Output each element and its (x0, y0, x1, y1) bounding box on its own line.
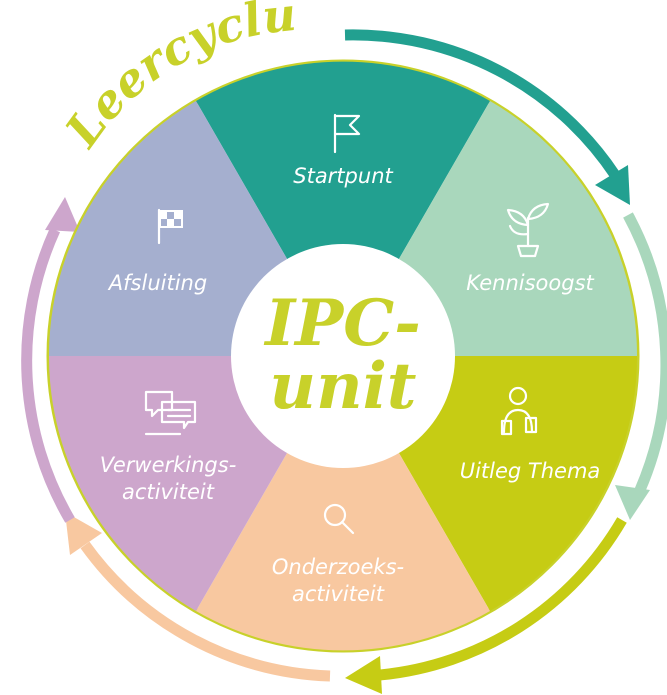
label-startpunt: Startpunt (293, 164, 393, 188)
arrow-teal (344, 29, 620, 179)
label-verwerkings-activiteit: activiteit (122, 480, 215, 504)
arrow-lime (379, 517, 627, 681)
arrow-mint (623, 212, 667, 493)
arrowhead-mint (615, 485, 650, 520)
plant-icon (506, 202, 550, 258)
cycle-arrows (21, 29, 667, 694)
arrow-peach (80, 541, 331, 682)
label-afsluiting: Afsluiting (107, 271, 207, 295)
label-verwerkings: Verwerkings- (100, 453, 237, 477)
center-line-1: IPC- (263, 286, 421, 361)
segment-startpunt (196, 61, 490, 356)
arrowhead-peach (65, 512, 102, 555)
label-uitleg-thema: Uitleg Thema (460, 459, 601, 483)
segment-onderzoeksactiviteit (196, 356, 490, 651)
magnifier-icon (323, 503, 355, 535)
teacher-icon (500, 386, 538, 436)
center-line-2: unit (270, 349, 417, 424)
label-onderzoeks: Onderzoeks- (272, 555, 404, 579)
arrowhead-teal (595, 165, 630, 205)
checkered-flag-icon (157, 208, 183, 245)
label-onderzoeks-activiteit: activiteit (292, 582, 385, 606)
arrowhead-lilac (45, 197, 80, 232)
flag-icon (333, 113, 361, 154)
center-circle (231, 244, 455, 468)
label-kennisoogst: Kennisoogst (466, 271, 594, 295)
arrow-lilac (21, 227, 75, 523)
arrowhead-lime (345, 656, 382, 694)
speech-bubbles-icon (144, 390, 197, 436)
